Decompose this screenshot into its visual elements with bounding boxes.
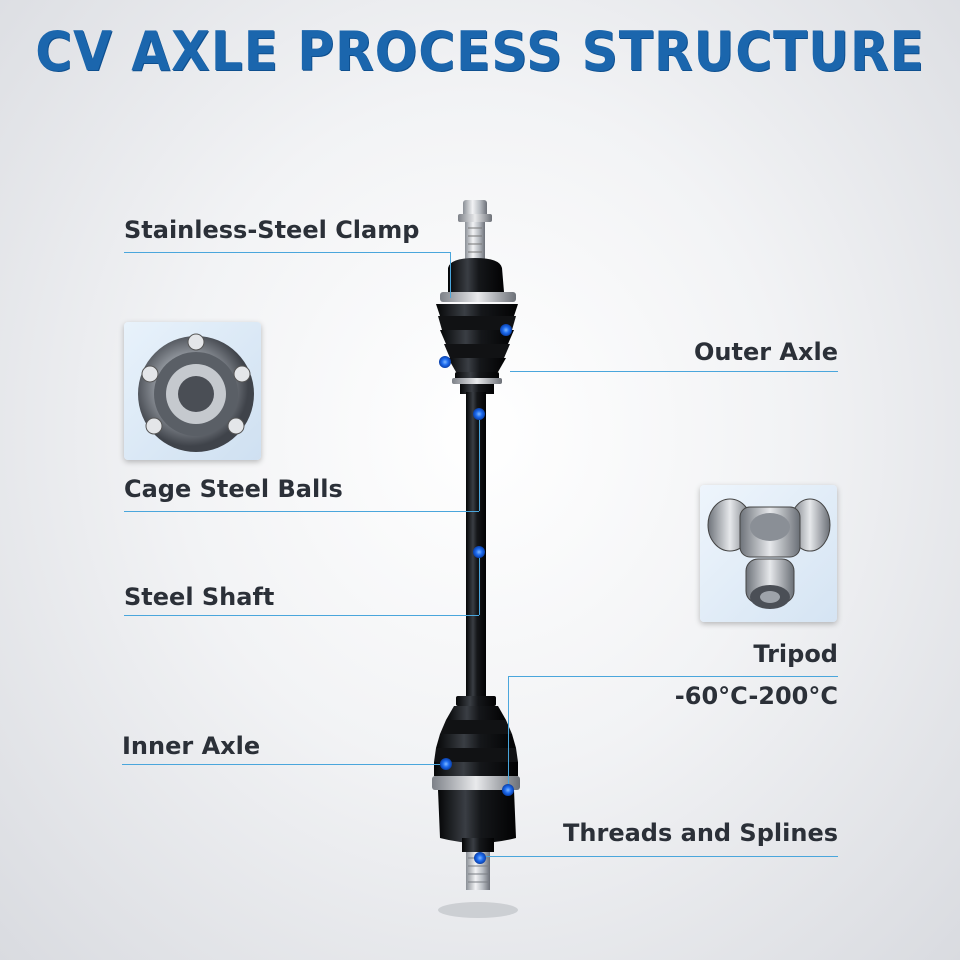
tripod-joint-icon [707,498,831,609]
label-steel-shaft: Steel Shaft [124,583,275,611]
leader-line-tripod [508,676,838,677]
label-threads-and-splines: Threads and Splines [563,819,838,847]
inner-axle-housing [432,776,520,852]
leader-line-cage [124,511,479,512]
leader-line-shaft [124,615,479,616]
leader-line-threads [486,856,838,857]
leader-line-cage-vertical [479,420,480,511]
leader-line-tripod-vertical [508,676,509,784]
axle-shadow [438,902,518,918]
label-tripod: Tripod [753,640,838,668]
leader-line-clamp [124,252,450,253]
leader-line-clamp-vertical [450,252,451,298]
leader-line-shaft-vertical [479,558,480,615]
marker-dot [502,784,514,796]
tripod-inset [700,485,837,622]
marker-dot [474,852,486,864]
label-stainless-steel-clamp: Stainless-Steel Clamp [124,216,420,244]
cage-steel-balls-inset [124,322,261,460]
label-inner-axle: Inner Axle [122,732,261,760]
marker-dot [440,758,452,770]
label-cage-steel-balls: Cage Steel Balls [124,475,343,503]
label-temperature-range: -60°C-200°C [674,682,838,710]
marker-dot [500,324,512,336]
outer-axle-stub [458,200,492,264]
outer-boot [436,304,518,394]
page-title: CV AXLE PROCESS STRUCTURE [35,20,925,83]
marker-dot [473,546,485,558]
label-outer-axle: Outer Axle [694,338,838,366]
outer-axle-housing [440,258,516,302]
cv-joint-cage-icon [138,333,254,452]
leader-line-outer-axle [510,371,838,372]
inner-boot [434,696,518,776]
leader-line-inner-axle [122,764,440,765]
marker-dot [473,408,485,420]
marker-dot [439,356,451,368]
